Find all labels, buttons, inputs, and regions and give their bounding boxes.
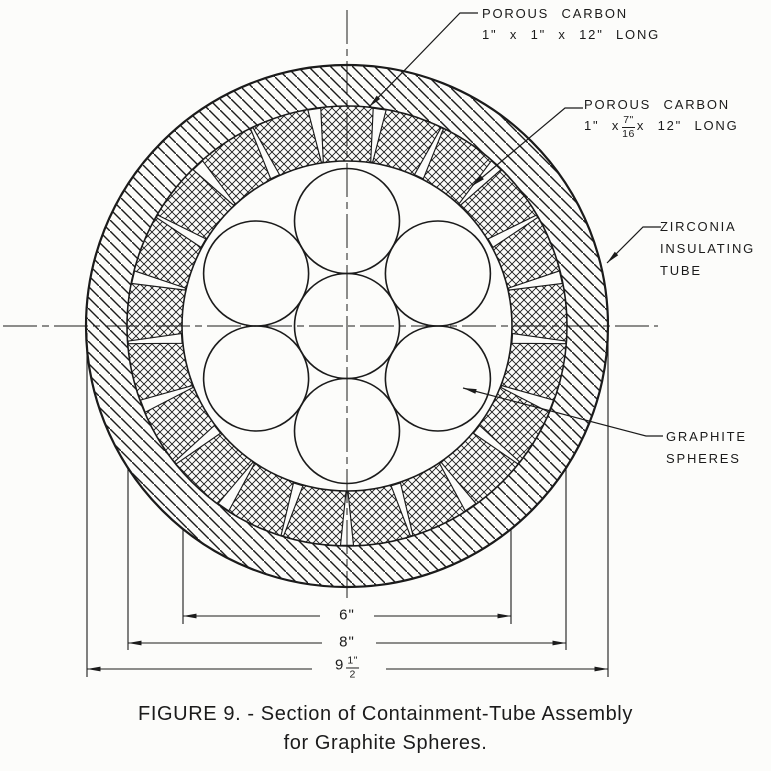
label-graphite-spheres: GRAPHITE SPHERES (666, 426, 747, 470)
leader-porous-small (471, 107, 583, 187)
graphite-sphere (293, 377, 401, 485)
label-text-part: 1" x (584, 118, 621, 133)
arrowhead (369, 95, 381, 107)
caption-line-1: FIGURE 9. - Section of Containment-Tube … (138, 703, 633, 725)
graphite-sphere (202, 220, 310, 327)
arrowhead (183, 613, 197, 619)
arrowhead (607, 251, 619, 263)
fraction-denominator: 16 (622, 128, 635, 141)
label-zirconia-insulating-tube: ZIRCONIA INSULATING TUBE (660, 216, 755, 282)
leader-porous-large (368, 12, 478, 108)
extension-lines (86, 333, 609, 677)
arrowheads (87, 95, 619, 672)
label-text: POROUS CARBON (482, 6, 628, 21)
figure-caption: FIGURE 9. - Section of Containment-Tube … (0, 700, 771, 758)
arrowhead (594, 666, 608, 672)
label-text: SPHERES (666, 451, 741, 466)
arrowhead (87, 666, 101, 672)
caption-line-2: for Graphite Spheres. (283, 732, 488, 754)
fraction-numerator: 7" (622, 115, 635, 129)
dimension-ring: 8" (339, 633, 355, 651)
dimension-lines (87, 615, 608, 670)
arrowhead (463, 388, 477, 394)
label-text: ZIRCONIA (660, 219, 737, 234)
label-text-part: x 12" LONG (636, 118, 739, 133)
fraction-1-2: 1"2 (346, 655, 359, 680)
graphite-spheres-group (202, 167, 492, 485)
label-text: GRAPHITE (666, 429, 747, 444)
label-porous-carbon-large: POROUS CARBON 1" x 1" x 12" LONG (482, 3, 660, 45)
leader-zirconia (606, 226, 661, 264)
label-text: 1" x 1" x 12" LONG (482, 27, 661, 42)
label-text: INSULATING (660, 241, 756, 256)
arrowhead (472, 175, 484, 186)
carbon-wedge-gaps (127, 107, 567, 546)
graphite-sphere (384, 325, 492, 432)
leader-graphite (462, 387, 663, 437)
outer-tube-circle (84, 63, 610, 589)
leader-lines (368, 12, 663, 437)
arrowhead (552, 640, 566, 646)
dimension-bore: 6" (339, 606, 355, 624)
label-text: POROUS CARBON (584, 97, 730, 112)
tube-inner-circle (126, 105, 568, 547)
bore-circle (181, 160, 513, 492)
graphite-sphere (384, 220, 492, 327)
fraction-numerator: 1" (346, 655, 359, 669)
fraction-denominator: 2 (349, 668, 356, 681)
fraction-7-16: 7"16 (622, 115, 635, 140)
arrowhead (497, 613, 511, 619)
dimension-outer-int: 9 (335, 656, 345, 674)
arrowhead (128, 640, 142, 646)
graphite-sphere (293, 167, 401, 275)
label-text: TUBE (660, 263, 702, 278)
graphite-sphere (202, 325, 310, 432)
